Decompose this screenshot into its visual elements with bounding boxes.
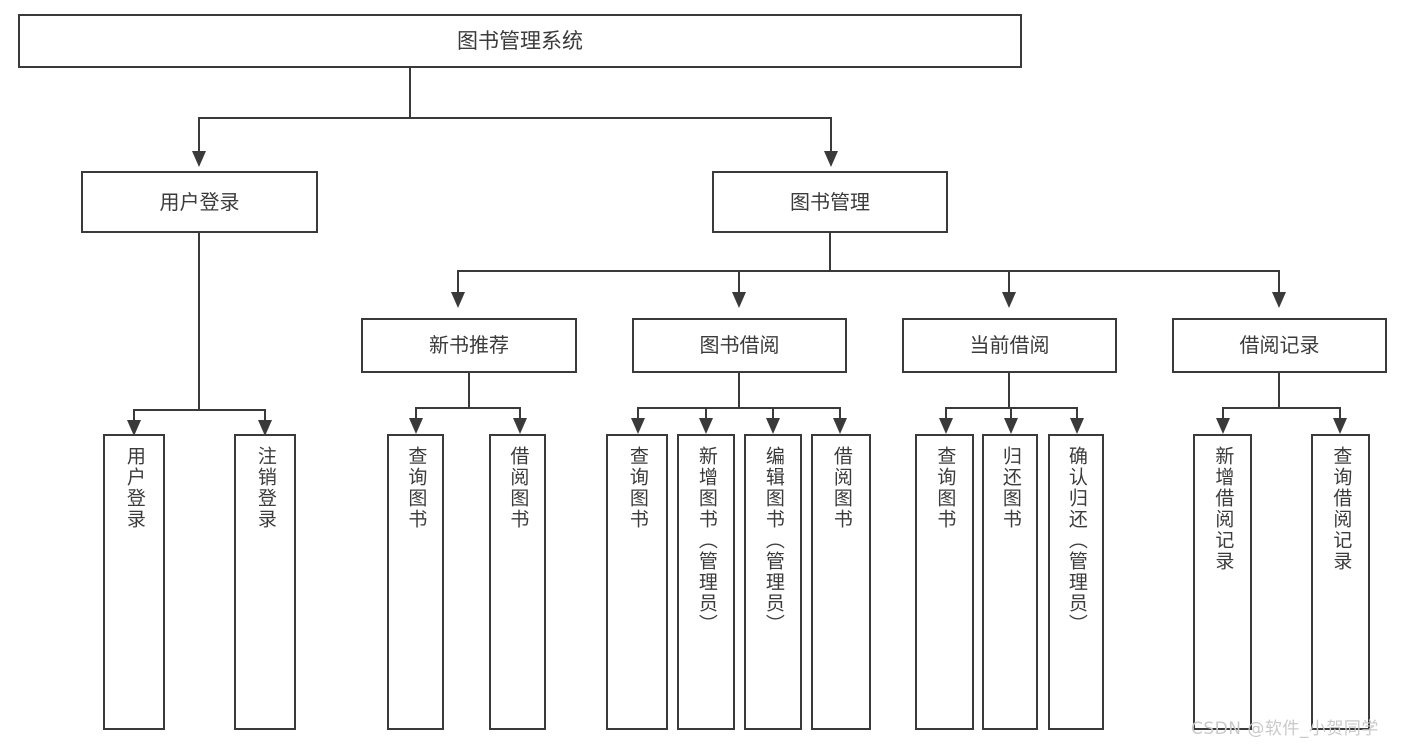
connector-nbr-branch-1 <box>415 407 417 420</box>
node-book-borrow[interactable]: 图书借阅 <box>632 318 847 373</box>
connector-level3-branch-4 <box>1278 270 1280 292</box>
leaf-label: 借阅图书 <box>507 446 530 530</box>
connector-br-branch-2 <box>1339 407 1341 420</box>
leaf-cb-query-book[interactable]: 查询图书 <box>915 434 974 730</box>
connector-level3-bus <box>457 270 1280 272</box>
leaf-bb-query-book[interactable]: 查询图书 <box>606 434 668 730</box>
leaf-label: 查询借阅记录 <box>1330 446 1353 572</box>
leaf-logout[interactable]: 注销登录 <box>234 434 296 730</box>
connector-borrow-record-drop <box>1278 373 1280 407</box>
leaf-label: 查询图书 <box>934 446 957 530</box>
connector-bb-branch-1 <box>637 407 639 420</box>
leaf-br-query-record[interactable]: 查询借阅记录 <box>1311 434 1370 730</box>
node-current-borrow[interactable]: 当前借阅 <box>902 318 1117 373</box>
arrow-to-book-borrow <box>732 292 746 308</box>
leaf-label: 用户登录 <box>123 446 146 530</box>
arrow-to-leaf-br-add-record <box>1216 418 1230 434</box>
connector-book-borrow-bus <box>637 407 841 409</box>
connector-new-book-recommend-drop <box>468 373 470 407</box>
arrow-to-book-management <box>824 151 838 167</box>
leaf-label: 查询图书 <box>626 446 649 530</box>
arrow-to-leaf-bb-borrow-book <box>833 418 847 434</box>
arrow-to-leaf-cb-confirm-return <box>1070 418 1084 434</box>
arrow-to-leaf-bb-add-book <box>699 418 713 434</box>
arrow-to-leaf-bb-edit-book <box>766 418 780 434</box>
arrow-to-leaf-bb-query-book <box>631 418 645 434</box>
connector-nbr-branch-2 <box>519 407 521 420</box>
leaf-bb-add-book[interactable]: 新增图书（管理员） <box>677 434 735 730</box>
arrow-to-borrow-record <box>1272 292 1286 308</box>
arrow-to-new-book-recommend <box>451 292 465 308</box>
arrow-to-user-login <box>192 151 206 167</box>
node-new-book-recommend[interactable]: 新书推荐 <box>361 318 577 373</box>
connector-level3-branch-3 <box>1008 270 1010 292</box>
node-borrow-record[interactable]: 借阅记录 <box>1172 318 1387 373</box>
connector-level2-bus <box>198 117 832 119</box>
connector-borrow-record-bus <box>1222 407 1341 409</box>
arrow-to-leaf-cb-query-book <box>939 418 953 434</box>
leaf-label: 新增图书（管理员） <box>695 446 718 635</box>
leaf-cb-return-book[interactable]: 归还图书 <box>982 434 1038 730</box>
connector-bb-branch-4 <box>839 407 841 420</box>
node-label: 图书管理 <box>790 189 870 214</box>
arrow-to-leaf-nbr-borrow-book <box>513 418 527 434</box>
arrow-to-leaf-br-query-record <box>1333 418 1347 434</box>
connector-user-login-branch-1 <box>133 409 135 426</box>
node-label: 借阅记录 <box>1239 333 1320 357</box>
node-label: 用户登录 <box>159 189 240 214</box>
connector-level3-branch-1 <box>457 270 459 292</box>
leaf-user-login[interactable]: 用户登录 <box>103 434 165 730</box>
leaf-nbr-query-book[interactable]: 查询图书 <box>387 434 444 730</box>
leaf-label: 注销登录 <box>254 446 277 530</box>
connector-root-drop <box>409 68 411 117</box>
node-label: 图书借阅 <box>699 333 780 357</box>
connector-current-borrow-drop <box>1008 373 1010 407</box>
node-user-login[interactable]: 用户登录 <box>81 171 318 233</box>
connector-new-book-recommend-bus <box>415 407 521 409</box>
arrow-to-leaf-nbr-query-book <box>409 418 423 434</box>
leaf-bb-edit-book[interactable]: 编辑图书（管理员） <box>744 434 802 730</box>
connector-level3-branch-2 <box>738 270 740 292</box>
leaf-label: 新增借阅记录 <box>1212 446 1235 572</box>
leaf-label: 确认归还（管理员） <box>1065 446 1088 635</box>
leaf-nbr-borrow-book[interactable]: 借阅图书 <box>489 434 546 730</box>
connector-br-branch-1 <box>1222 407 1224 420</box>
connector-user-login-drop <box>198 233 200 409</box>
connector-user-login-bus <box>133 409 265 411</box>
node-label: 新书推荐 <box>429 333 509 357</box>
leaf-cb-confirm-return[interactable]: 确认归还（管理员） <box>1048 434 1104 730</box>
connector-book-management-drop <box>829 233 831 270</box>
node-book-management[interactable]: 图书管理 <box>712 171 948 233</box>
connector-level2-branch-1 <box>198 117 200 151</box>
connector-user-login-branch-2 <box>264 409 266 426</box>
connector-book-borrow-drop <box>738 373 740 407</box>
arrow-to-current-borrow <box>1002 292 1016 308</box>
connector-bb-branch-2 <box>705 407 707 420</box>
leaf-label: 查询图书 <box>405 446 428 530</box>
node-label: 当前借阅 <box>969 333 1050 357</box>
node-root-book-management-system[interactable]: 图书管理系统 <box>18 14 1022 68</box>
arrow-to-leaf-user-login <box>127 420 141 436</box>
arrow-to-leaf-logout <box>258 420 272 436</box>
arrow-to-leaf-cb-return-book <box>1004 418 1018 434</box>
leaf-label: 归还图书 <box>999 446 1022 530</box>
connector-bb-branch-3 <box>772 407 774 420</box>
connector-cb-branch-1 <box>945 407 947 420</box>
leaf-bb-borrow-book[interactable]: 借阅图书 <box>811 434 871 730</box>
connector-level2-branch-2 <box>830 117 832 151</box>
connector-cb-branch-2 <box>1010 407 1012 420</box>
connector-cb-branch-3 <box>1076 407 1078 420</box>
leaf-label: 编辑图书（管理员） <box>762 446 785 635</box>
leaf-label: 借阅图书 <box>830 446 853 530</box>
leaf-br-add-record[interactable]: 新增借阅记录 <box>1193 434 1252 730</box>
node-label: 图书管理系统 <box>457 28 583 53</box>
